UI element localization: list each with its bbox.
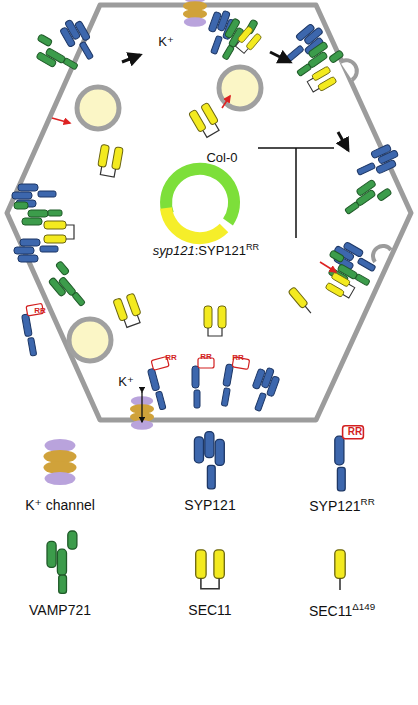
legend-label: K⁺ channel — [25, 498, 95, 513]
cell-label: K⁺ — [158, 35, 174, 49]
mutation-tag: RR — [348, 426, 362, 437]
legend-label: SYP121RR — [309, 497, 375, 514]
cell-label: syp121:SYP121RR — [153, 242, 259, 259]
legend-label: SEC11Δ149 — [309, 602, 375, 619]
legend-label: SEC11 — [188, 603, 231, 618]
mutation-tag: RR — [165, 354, 177, 363]
legend-label: VAMP721 — [29, 603, 91, 618]
mutation-tag: RR — [232, 354, 244, 363]
mutation-tag: RR — [200, 353, 212, 362]
mutation-tag: RR — [34, 307, 46, 316]
cell-label: Col-0 — [206, 151, 237, 165]
legend-label: SYP121 — [184, 498, 235, 513]
cell-label: K⁺ — [118, 375, 134, 389]
